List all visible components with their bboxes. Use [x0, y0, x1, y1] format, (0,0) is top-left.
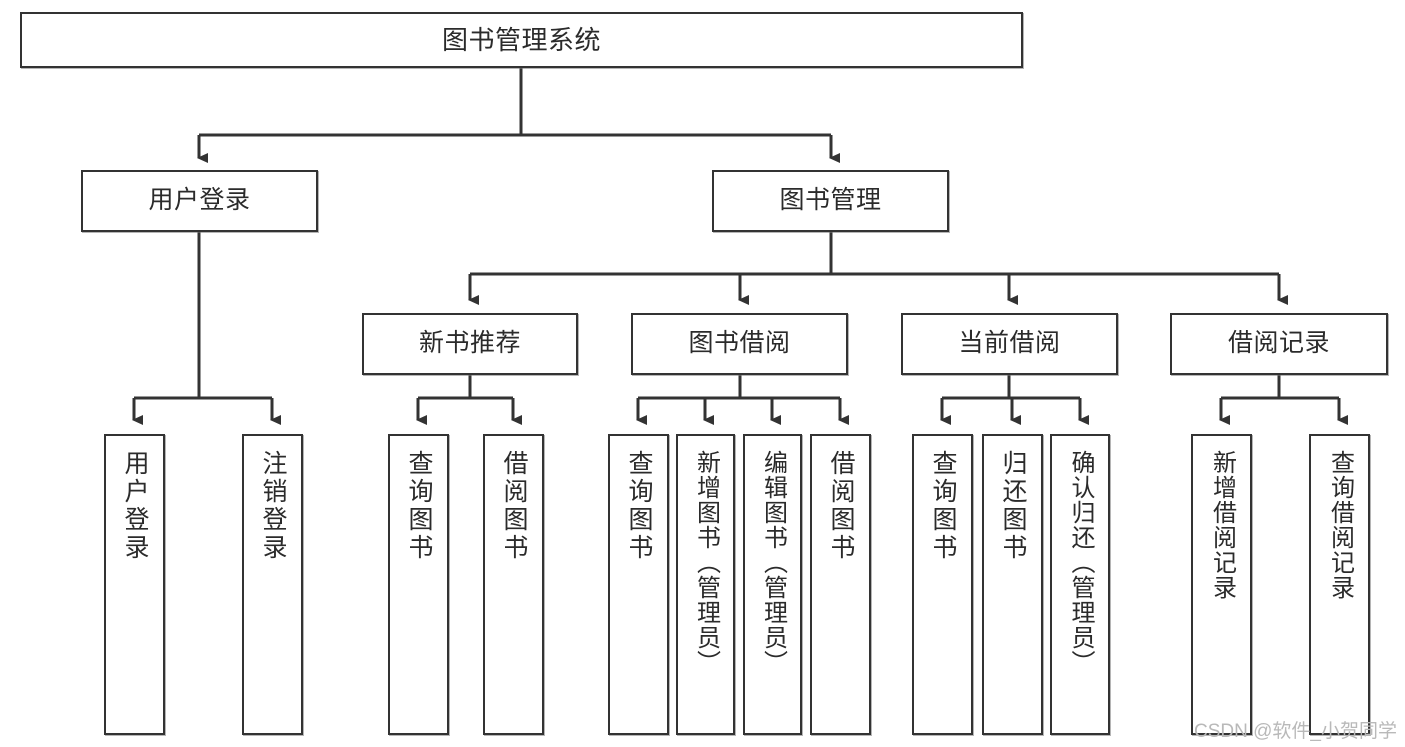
node-leaf-query-book-recommend[interactable]: 查询图书: [388, 434, 449, 735]
node-root-library-management-system[interactable]: 图书管理系统: [20, 12, 1023, 68]
node-leaf-logout[interactable]: 注销登录: [242, 434, 303, 735]
watermark-text: CSDN @软件_小贺同学: [1194, 721, 1397, 742]
node-label: 用户登录: [148, 186, 251, 215]
node-user-login[interactable]: 用户登录: [81, 170, 318, 232]
node-label: 注销登录: [259, 450, 287, 562]
node-label: 借阅图书: [827, 450, 855, 562]
node-label: 图书管理系统: [441, 24, 601, 55]
node-leaf-query-book-borrow[interactable]: 查询图书: [608, 434, 669, 735]
node-leaf-confirm-return-admin[interactable]: 确认归还（管理员）: [1050, 434, 1110, 735]
node-leaf-edit-book-admin[interactable]: 编辑图书（管理员）: [743, 434, 802, 735]
node-label: 查询图书: [929, 450, 957, 562]
node-new-book-recommend[interactable]: 新书推荐: [362, 313, 578, 375]
node-leaf-add-book-admin[interactable]: 新增图书（管理员）: [676, 434, 735, 735]
node-leaf-query-borrow-record[interactable]: 查询借阅记录: [1309, 434, 1370, 735]
node-label: 新增借阅记录: [1208, 450, 1236, 600]
node-label: 查询图书: [405, 450, 433, 562]
node-book-management[interactable]: 图书管理: [712, 170, 949, 232]
node-label: 归还图书: [999, 450, 1027, 562]
node-label: 确认归还（管理员）: [1067, 450, 1094, 675]
node-leaf-borrow-book[interactable]: 借阅图书: [810, 434, 871, 735]
node-label: 编辑图书（管理员）: [759, 450, 787, 675]
node-label: 查询借阅记录: [1326, 450, 1354, 600]
node-label: 借阅图书: [500, 450, 528, 562]
node-label: 用户登录: [121, 450, 149, 562]
node-leaf-user-login[interactable]: 用户登录: [104, 434, 165, 735]
node-current-borrow[interactable]: 当前借阅: [901, 313, 1118, 375]
node-borrow-record[interactable]: 借阅记录: [1170, 313, 1388, 375]
node-label: 新书推荐: [418, 329, 521, 358]
node-leaf-query-book-current[interactable]: 查询图书: [912, 434, 973, 735]
node-label: 查询图书: [625, 450, 653, 562]
node-leaf-borrow-book-recommend[interactable]: 借阅图书: [483, 434, 544, 735]
node-label: 图书管理: [779, 186, 882, 215]
node-book-borrow[interactable]: 图书借阅: [631, 313, 848, 375]
node-leaf-add-borrow-record[interactable]: 新增借阅记录: [1191, 434, 1252, 735]
node-label: 借阅记录: [1227, 329, 1330, 358]
node-label: 当前借阅: [958, 329, 1061, 358]
node-leaf-return-book[interactable]: 归还图书: [982, 434, 1043, 735]
node-label: 图书借阅: [688, 329, 791, 358]
node-label: 新增图书（管理员）: [692, 450, 720, 675]
